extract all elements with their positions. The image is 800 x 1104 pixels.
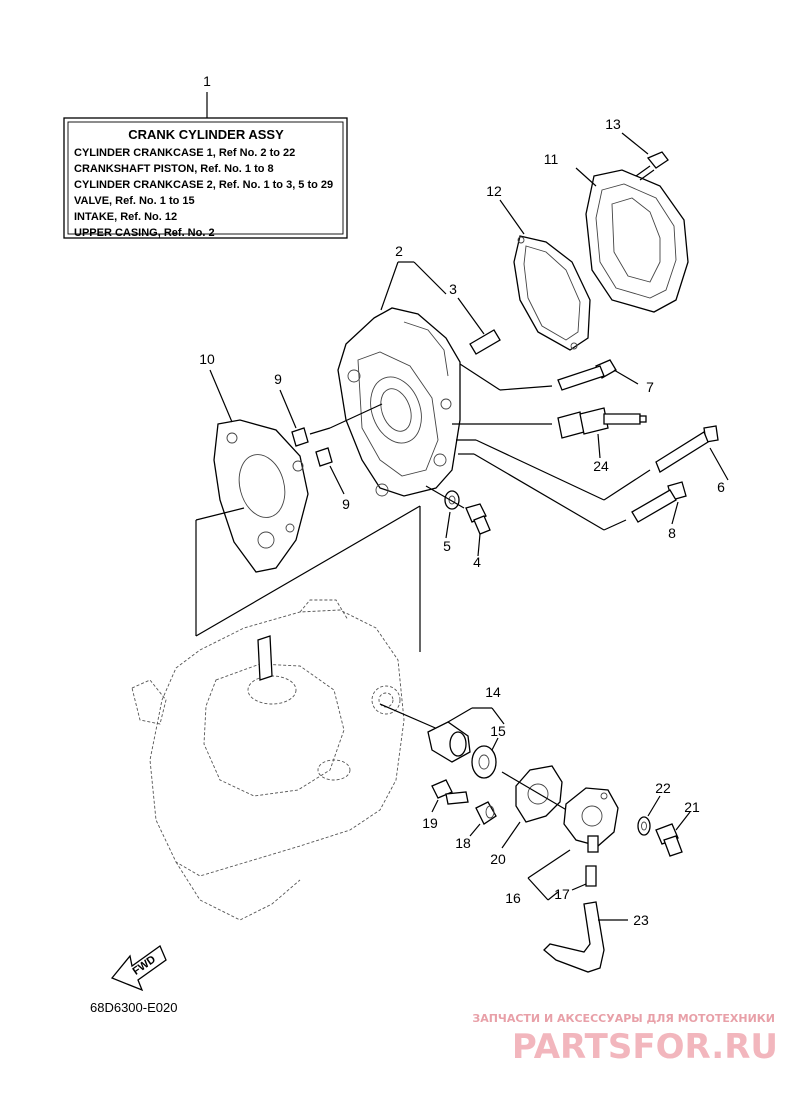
- callout-2: 2: [395, 243, 403, 259]
- part-20-gasket: 20: [490, 765, 571, 867]
- callout-4: 4: [473, 554, 481, 570]
- callout-13: 13: [605, 116, 621, 132]
- part-15-gasket: 15: [471, 723, 506, 779]
- part-24-spark-plug: 24: [452, 407, 647, 474]
- callout-20: 20: [490, 851, 506, 867]
- part-18-spacer: 18: [455, 801, 497, 851]
- callout-12: 12: [486, 183, 502, 199]
- assembly-line-2: CRANKSHAFT PISTON, Ref. No. 1 to 8: [74, 163, 274, 175]
- assembly-line-6: UPPER CASING, Ref. No. 2: [74, 227, 215, 239]
- part-8-bolt: 8: [458, 453, 687, 541]
- part-13-bolt: 13: [605, 116, 669, 181]
- callout-21: 21: [684, 799, 700, 815]
- part-5-washer: 5: [443, 490, 460, 554]
- part-12-gasket: 12: [486, 183, 591, 351]
- fwd-direction-arrow: FWD: [110, 945, 167, 992]
- part-19-bolt: 19: [422, 779, 469, 831]
- part-21-bolt: 21: [655, 799, 700, 857]
- part-14-thermostat: 14: [427, 684, 505, 763]
- part-6-long-bolt: 6: [456, 425, 729, 501]
- assembly-line-5: INTAKE, Ref. No. 12: [74, 211, 177, 223]
- part-7-bolt: 7: [459, 359, 654, 395]
- callout-17: 17: [554, 886, 570, 902]
- alignment-guides: [195, 505, 421, 652]
- assembly-line-3: CYLINDER CRANKCASE 2, Ref. No. 1 to 3, 5…: [74, 179, 333, 191]
- watermark: ЗАПЧАСТИ И АКСЕССУАРЫ ДЛЯ МОТОТЕХНИКИ PA…: [472, 1012, 778, 1067]
- callout-10: 10: [199, 351, 215, 367]
- callout-3: 3: [449, 281, 457, 297]
- callout-8: 8: [668, 525, 676, 541]
- callout-22: 22: [655, 780, 671, 796]
- part-4-bolt: 4: [425, 485, 491, 570]
- part-22-washer: 22: [637, 780, 671, 836]
- watermark-subtitle: ЗАПЧАСТИ И АКСЕССУАРЫ ДЛЯ МОТОТЕХНИКИ: [472, 1012, 775, 1025]
- part-2-cylinder-head: 2: [337, 243, 461, 497]
- part-17-nipple: 17: [554, 865, 597, 902]
- part-3-dowel: 3: [449, 281, 501, 355]
- callout-1: 1: [203, 73, 211, 89]
- part-11-cover: 11: [544, 151, 689, 313]
- crankcase-block: [131, 599, 441, 921]
- callout-5: 5: [443, 538, 451, 554]
- assembly-info-box: 1 CRANK CYLINDER ASSY CYLINDER CRANKCASE…: [63, 73, 348, 239]
- callout-9-lower: 9: [342, 496, 350, 512]
- callout-9-upper: 9: [274, 371, 282, 387]
- part-16-thermostat-cover: 16: [505, 787, 619, 906]
- callout-7: 7: [646, 379, 654, 395]
- part-10-head-gasket: 10: [199, 351, 309, 573]
- callout-23: 23: [633, 912, 649, 928]
- callout-15: 15: [490, 723, 506, 739]
- callout-14: 14: [485, 684, 501, 700]
- watermark-brand: PARTSFOR.RU: [512, 1027, 778, 1067]
- part-23-hose: 23: [543, 901, 649, 973]
- callout-11: 11: [544, 151, 559, 167]
- diagram-code: 68D6300-E020: [90, 1000, 177, 1015]
- assembly-line-1: CYLINDER CRANKCASE 1, Ref No. 2 to 22: [74, 147, 295, 159]
- callout-18: 18: [455, 835, 471, 851]
- callout-16: 16: [505, 890, 521, 906]
- assembly-title: CRANK CYLINDER ASSY: [128, 127, 284, 142]
- part-9-dowels: 9 9: [274, 371, 383, 512]
- callout-19: 19: [422, 815, 438, 831]
- callout-24: 24: [593, 458, 609, 474]
- callout-6: 6: [717, 479, 725, 495]
- assembly-line-4: VALVE, Ref. No. 1 to 15: [74, 195, 195, 207]
